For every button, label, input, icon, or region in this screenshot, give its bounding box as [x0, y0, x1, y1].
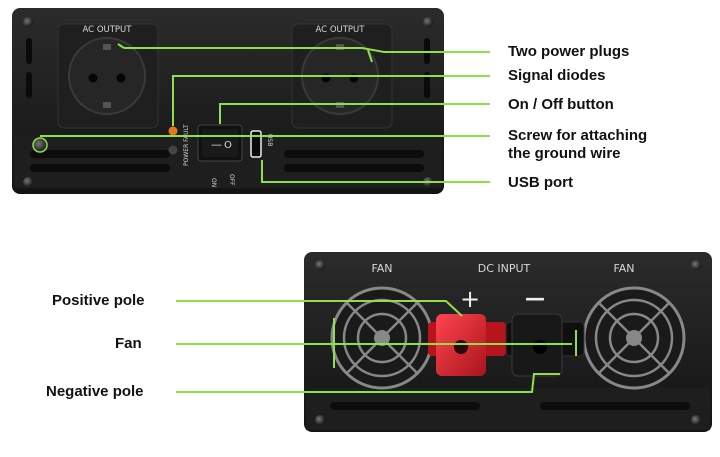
switch-on-label: ON: [210, 178, 217, 187]
usb-label: USB: [266, 134, 273, 146]
corner-screw-icon: [423, 17, 433, 27]
vent-slot: [30, 150, 170, 158]
callout-line-plugs: [124, 47, 490, 53]
callout-line-positive: [176, 300, 463, 317]
power-diode-icon: [168, 126, 178, 136]
vent-slot: [540, 402, 690, 410]
switch-off-glyph: O: [224, 140, 232, 151]
left-fan-grille-icon: [330, 286, 434, 390]
vent-slot: [284, 150, 424, 158]
fault-diode-icon: [168, 145, 178, 155]
callout-line-diodes: [172, 75, 490, 126]
fan-left-label: FAN: [371, 262, 392, 275]
vent-slot: [30, 164, 170, 172]
callout-line-plugs-right-tick: [367, 49, 373, 63]
dc-input-label: DC INPUT: [478, 262, 531, 275]
power-fault-label: POWER FAULT: [183, 124, 190, 166]
callout-screw-label-line2: the ground wire: [508, 145, 621, 162]
callout-lines: [40, 43, 577, 393]
bottom-inverter: FAN DC INPUT FAN + —: [304, 252, 712, 432]
vent-slot: [284, 164, 424, 172]
callout-negative-label: Negative pole: [46, 383, 144, 400]
fan-right-label: FAN: [613, 262, 634, 275]
callout-usb-label: USB port: [508, 174, 573, 191]
top-inverter: POWER FAULT — O ON OFF USB AC OUTPUT AC …: [12, 8, 444, 194]
minus-sign-label: —: [525, 286, 545, 310]
side-vent: [424, 72, 430, 98]
switch-on-glyph: —: [211, 138, 222, 151]
left-socket-icon[interactable]: [68, 37, 146, 115]
callout-fan-label: Fan: [115, 335, 142, 352]
ac-output-right-label: AC OUTPUT: [316, 25, 366, 35]
corner-screw-icon: [23, 177, 33, 187]
callout-line-negative: [176, 373, 560, 393]
ground-screw-icon[interactable]: [32, 137, 48, 153]
callout-line-usb: [261, 160, 490, 183]
usb-port-icon[interactable]: [250, 130, 262, 158]
corner-screw-icon: [315, 260, 325, 270]
side-vent: [26, 72, 32, 98]
ac-output-left-label: AC OUTPUT: [83, 25, 133, 35]
callout-screw-label-line1: Screw for attaching: [508, 127, 648, 144]
callout-plugs-label: Two power plugs: [508, 43, 630, 60]
corner-screw-icon: [691, 415, 701, 425]
vent-slot: [330, 402, 480, 410]
right-fan-grille-icon: [582, 286, 686, 390]
corner-screw-icon: [315, 415, 325, 425]
plus-sign-label: +: [460, 285, 480, 313]
callout-switch-label: On / Off button: [508, 96, 614, 113]
corner-screw-icon: [23, 17, 33, 27]
callout-diodes-label: Signal diodes: [508, 67, 606, 84]
corner-screw-icon: [691, 260, 701, 270]
side-vent: [26, 38, 32, 64]
callout-positive-label: Positive pole: [52, 292, 145, 309]
switch-off-label: OFF: [228, 174, 235, 186]
callout-line-plugs-left-tick: [117, 43, 125, 49]
callout-line-switch: [219, 103, 490, 124]
